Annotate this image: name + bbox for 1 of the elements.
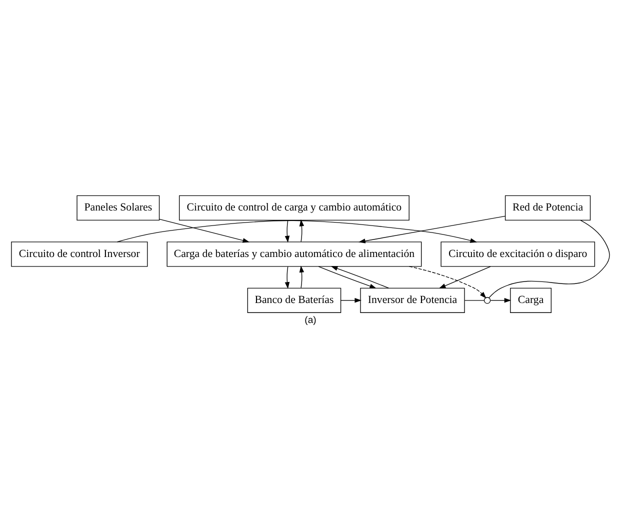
caption: (a) (304, 314, 316, 326)
